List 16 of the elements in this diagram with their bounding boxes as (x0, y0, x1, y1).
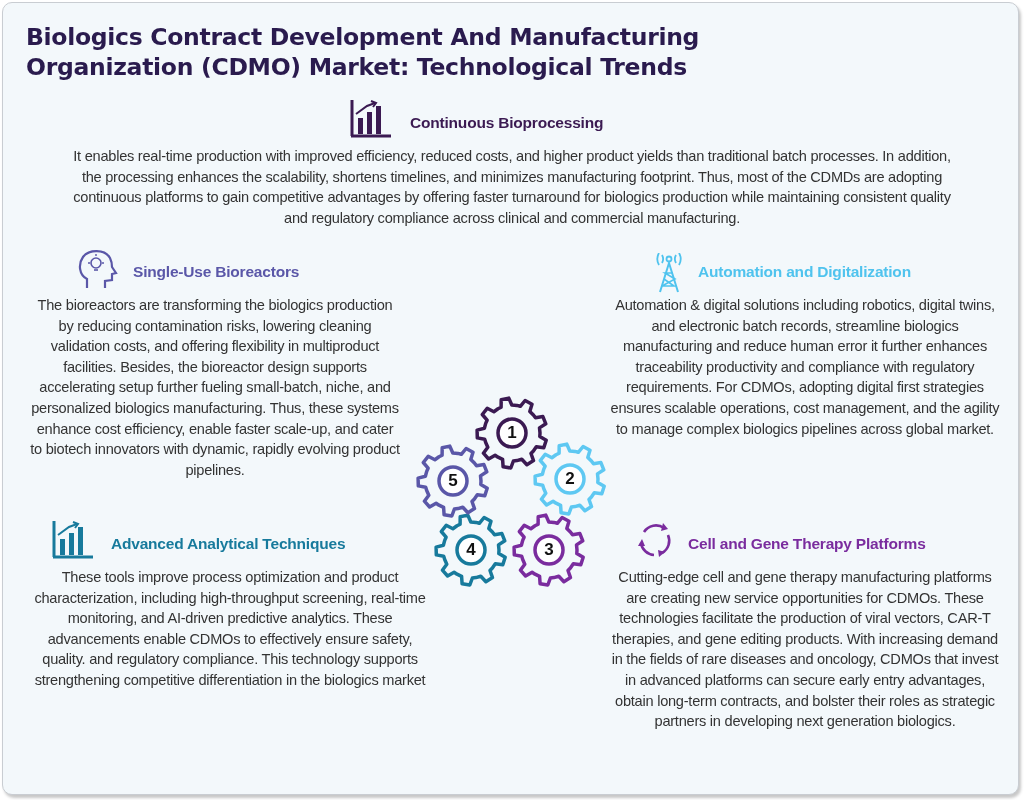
section-heading: Automation and Digitalization (698, 263, 911, 281)
section-heading: Continuous Bioprocessing (410, 114, 604, 132)
section-heading: Cell and Gene Therapy Platforms (688, 535, 926, 553)
section-text: Automation & digital solutions including robotics, digital twins, and electronic batch records, streamline biologics manufacturing and reduce human error it further enhances traceability productivity and compliance with regulatory requirements. For CDMOs, adopting digital first strategies ensures scalable operations, cost management, and the agility to manage complex biologics pipelines across global market. (609, 296, 1001, 439)
section-text: Cutting-edge cell and gene therapy manufacturing platforms are creating new service opportunities for CDMOs. These technologies facilitate the production of viral vectors, CAR-T therapies, and gene editing products. With increasing demand in the fields of rare diseases and oncology, CDMOs that invest in advanced platforms can secure early entry advantages, obtain long-term contracts, and bolster their roles as strategic partners in developing next generation biologics. (610, 568, 1000, 732)
section-text: These tools improve process optimization and product characterization, including high-throughput screening, real-time monitoring, and AI-driven predictive analytics. These advancements enable CDMOs to effectively ensure safety, quality. and regulatory compliance. This technology supports strengthening competitive differentiation in the biologics market (33, 568, 427, 690)
step-number: 3 (543, 539, 555, 561)
section-heading: Advanced Analytical Techniques (111, 535, 346, 553)
step-number: 5 (447, 470, 459, 492)
title: Biologics Contract Development And Manufacturing Organization (CDMO) Market: Technological Trends (26, 22, 701, 82)
section-text: It enables real-time production with improved efficiency, reduced costs, and higher product yields than traditional batch processes. In addition, the processing enhances the scalability, shortens timelines, and minimizes manufacturing footprint. Thus, most of the CDMDs are adopting continuous platforms to gain competitive advantages by offering faster turnaround for biologics production while maintaining consistent quality and regulatory compliance across clinical and commercial manufacturing. (72, 147, 952, 228)
section-text: The bioreactors are transforming the biologics production by reducing contamination risks, lowering cleaning validation costs, and offering flexibility in multiproduct facilities. Besides, the bioreactor design supports accelerating setup further fueling small-batch, niche, and personalized biologics manufacturing. Thus, these systems enhance cost efficiency, enable faster scale-up, and cater to biotech innovators with dynamic, rapidly evolving product pipelines. (30, 296, 400, 480)
section-heading: Single-Use Bioreactors (133, 263, 300, 281)
step-number: 4 (465, 539, 477, 561)
step-number: 2 (564, 468, 576, 490)
step-number: 1 (506, 422, 518, 444)
